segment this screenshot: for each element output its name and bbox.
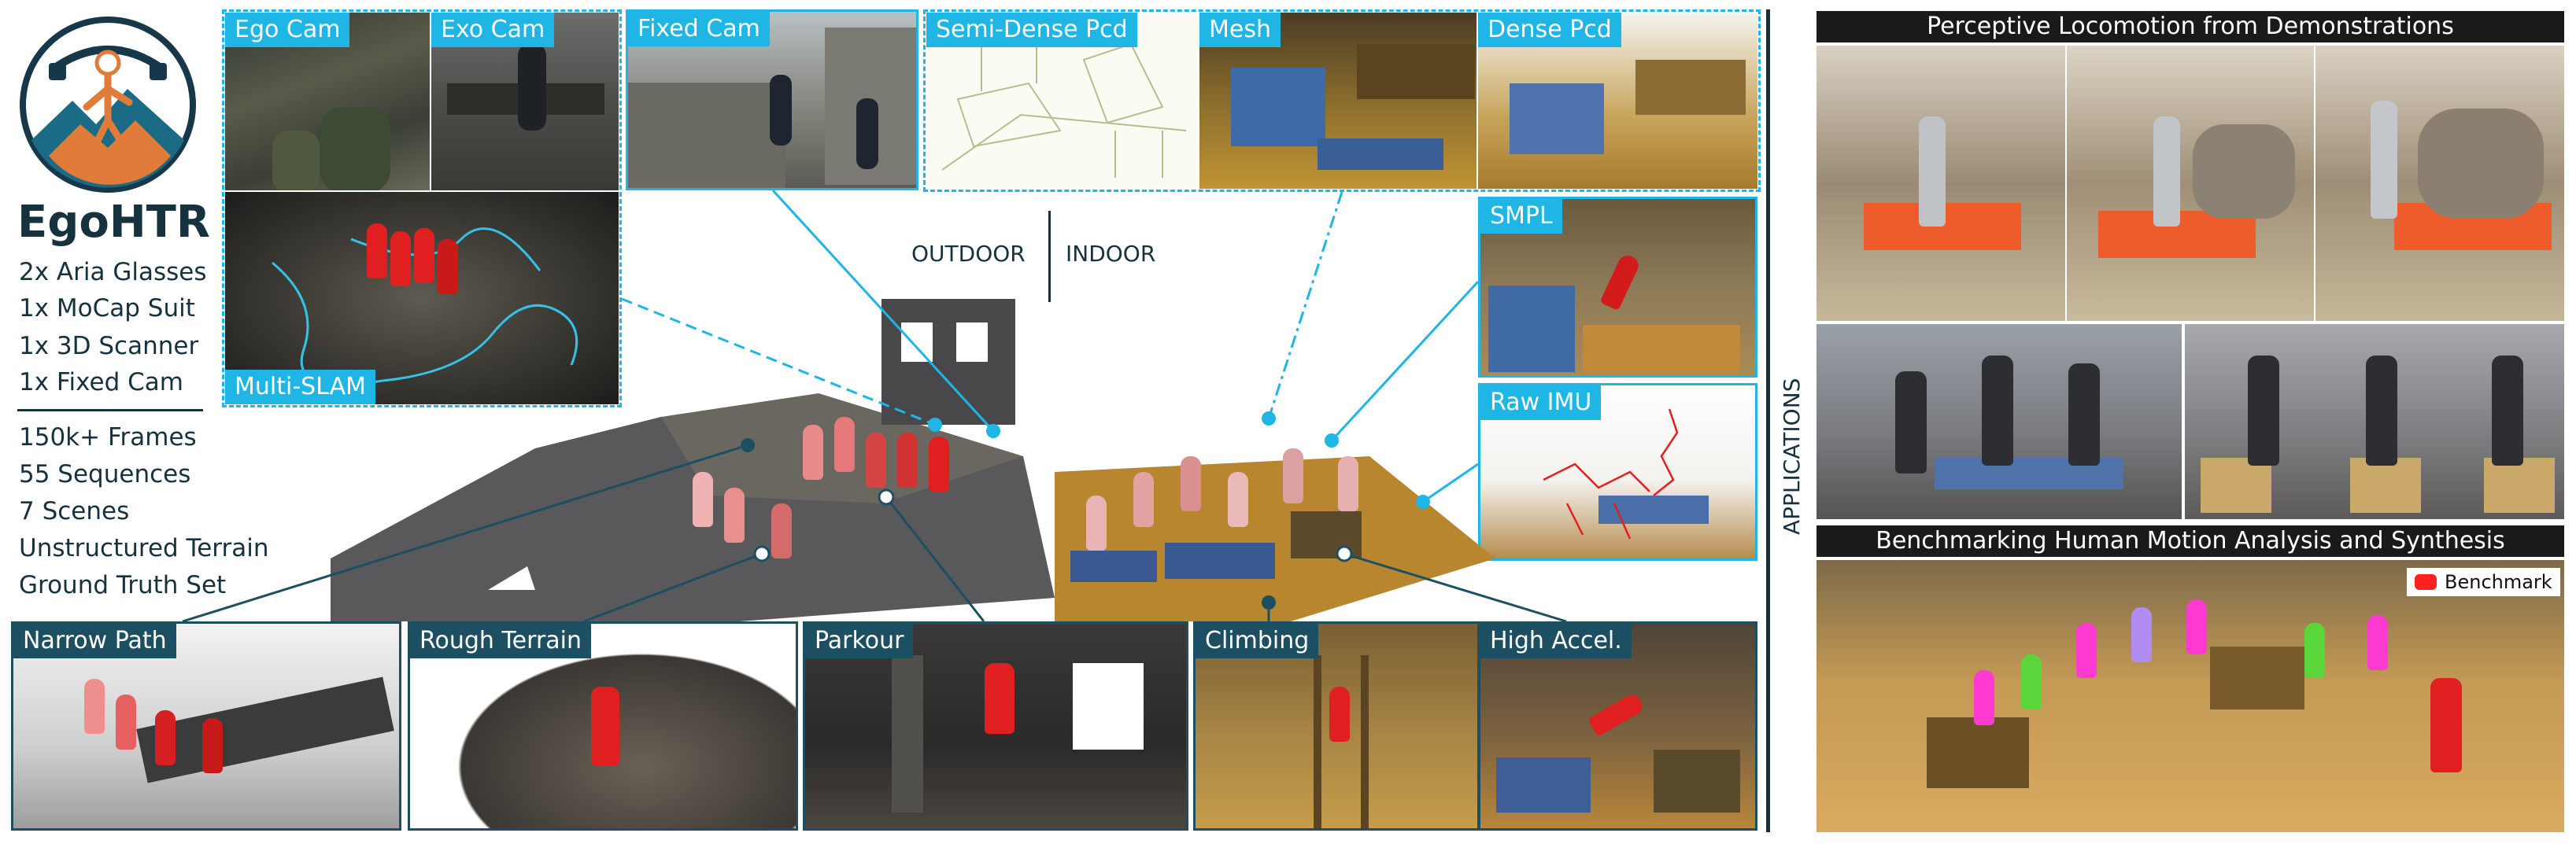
- semi-dense-pcd-image: Semi-Dense Pcd: [926, 13, 1198, 189]
- locomotion-image-3: [2315, 46, 2564, 321]
- rough-terrain-label: Rough Terrain: [410, 624, 592, 658]
- parkour-label: Parkour: [805, 624, 914, 658]
- mesh-label: Mesh: [1199, 13, 1281, 47]
- mesh-image: Mesh: [1199, 13, 1476, 189]
- logo-emblem-icon: [20, 17, 196, 193]
- multi-slam-image: Multi-SLAM: [225, 192, 619, 404]
- exo-cam-image: Exo Cam: [431, 13, 619, 190]
- fixed-cam-image: Fixed Cam: [626, 9, 918, 190]
- smpl-image: SMPL: [1478, 197, 1757, 378]
- dense-pcd-label: Dense Pcd: [1478, 13, 1621, 47]
- robot-image-2: [2185, 324, 2564, 519]
- rough-terrain-image: Rough Terrain: [408, 621, 798, 831]
- climbing-label: Climbing: [1196, 624, 1319, 658]
- ego-cam-image: Ego Cam: [225, 13, 430, 190]
- parkour-image: Parkour: [803, 621, 1188, 831]
- imu-trace-icon: [1543, 408, 1679, 540]
- ego-cam-label: Ego Cam: [225, 13, 350, 47]
- stats-divider: [17, 409, 203, 411]
- ego-exo-group: [222, 9, 622, 407]
- stat-3d-scanner: 1x 3D Scanner: [19, 332, 199, 360]
- stat-frames: 150k+ Frames: [19, 423, 197, 451]
- point-cloud-icon: [941, 36, 1187, 178]
- indoor-scene: [1055, 425, 1495, 621]
- reconstruction-group: [923, 9, 1761, 192]
- fixed-cam-label: Fixed Cam: [628, 12, 770, 46]
- benchmark-image: Benchmark: [1817, 560, 2564, 832]
- legend-benchmark-label: Benchmark: [2445, 571, 2552, 593]
- high-accel-image: High Accel.: [1478, 621, 1757, 831]
- indoor-label: INDOOR: [1066, 241, 1156, 267]
- narrow-path-image: Narrow Path: [11, 621, 401, 831]
- raw-imu-label: Raw IMU: [1480, 385, 1602, 420]
- stat-fixed-cam: 1x Fixed Cam: [19, 368, 183, 396]
- logo-title: EgoHTR: [17, 197, 210, 248]
- smpl-label: SMPL: [1480, 199, 1562, 234]
- stat-scenes: 7 Scenes: [19, 497, 130, 525]
- applications-divider: [1766, 9, 1770, 832]
- benchmark-legend: Benchmark: [2407, 568, 2560, 596]
- semi-dense-pcd-label: Semi-Dense Pcd: [926, 13, 1137, 47]
- exo-cam-label: Exo Cam: [431, 13, 555, 47]
- logo: [17, 14, 198, 195]
- stat-ground-truth: Ground Truth Set: [19, 571, 227, 599]
- narrow-path-label: Narrow Path: [13, 624, 176, 658]
- dense-pcd-image: Dense Pcd: [1478, 13, 1757, 189]
- benchmark-title: Benchmarking Human Motion Analysis and S…: [1817, 525, 2564, 557]
- outdoor-scene: [331, 299, 1055, 621]
- legend-swatch-icon: [2415, 574, 2437, 590]
- stat-sequences: 55 Sequences: [19, 460, 191, 488]
- raw-imu-image: Raw IMU: [1478, 383, 1757, 561]
- climbing-image: Climbing: [1193, 621, 1480, 831]
- locomotion-image-2: [2067, 46, 2314, 321]
- outdoor-indoor-divider: [1048, 211, 1051, 302]
- robot-image-1: [1817, 324, 2182, 519]
- outdoor-label: OUTDOOR: [911, 241, 1026, 267]
- stat-aria-glasses: 2x Aria Glasses: [19, 258, 207, 286]
- high-accel-label: High Accel.: [1480, 624, 1632, 658]
- stat-unstructured-terrain: Unstructured Terrain: [19, 534, 269, 562]
- locomotion-image-1: [1817, 46, 2065, 321]
- applications-label: APPLICATIONS: [1779, 378, 1805, 535]
- multi-slam-label: Multi-SLAM: [225, 370, 376, 404]
- locomotion-title: Perceptive Locomotion from Demonstration…: [1817, 11, 2564, 42]
- stat-mocap-suit: 1x MoCap Suit: [19, 294, 195, 322]
